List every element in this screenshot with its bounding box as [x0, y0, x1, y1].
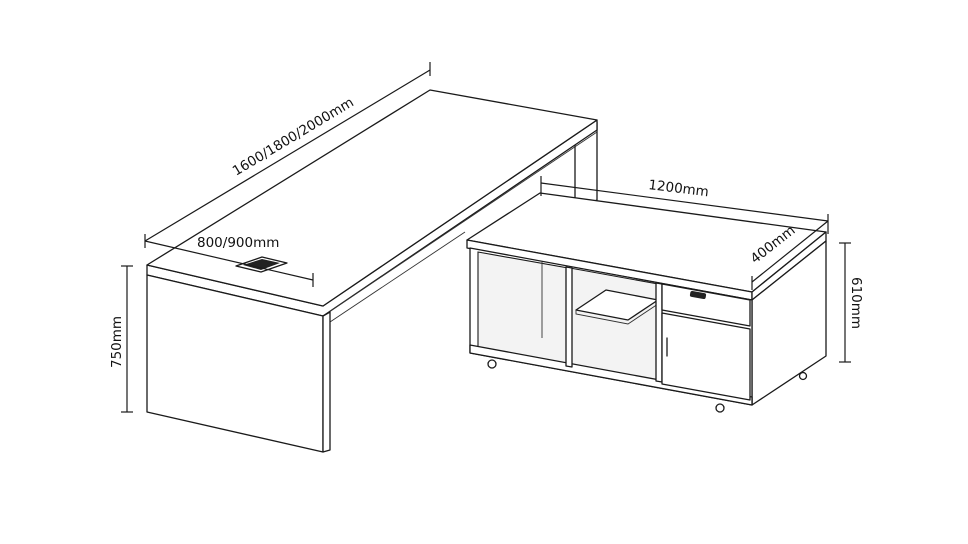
- drawer-lock-icon: [689, 290, 707, 300]
- caster-wheel-icon: [715, 403, 725, 413]
- cabinet-shelf-edge: [575, 303, 659, 325]
- dimension-lines: [121, 62, 851, 413]
- cabinet-bottom-edge: [469, 344, 753, 406]
- cabinet-divider-2: [655, 282, 663, 383]
- desk: [146, 89, 598, 453]
- cabinet-divider-1: [565, 266, 573, 368]
- desk-apron-line: [322, 131, 598, 317]
- desk-depth-label: 800/900mm: [197, 235, 279, 251]
- desk-top: [146, 89, 598, 307]
- caster-wheel-icon: [798, 371, 808, 381]
- desk-length-dim-line: [144, 69, 431, 242]
- cabinet-door: [661, 312, 751, 401]
- cabinet-length-dim-line: [540, 182, 829, 222]
- cable-grommet-hole: [243, 259, 280, 270]
- side-cabinet: [466, 192, 827, 413]
- cabinet-length-label: 1200mm: [648, 177, 710, 200]
- desk-modesty-line: [329, 231, 466, 323]
- desk-left-panel-side: [322, 311, 331, 453]
- cabinet-depth-dim-line: [751, 220, 829, 283]
- open-compartment-left: [477, 251, 569, 366]
- caster-wheel-icon: [487, 359, 497, 369]
- desk-depth-dim-line: [144, 240, 314, 281]
- open-compartment-mid: [569, 267, 659, 381]
- cabinet-height-label: 610mm: [848, 277, 864, 329]
- desk-height-label: 750mm: [109, 316, 125, 368]
- cabinet-drawer: [661, 283, 751, 327]
